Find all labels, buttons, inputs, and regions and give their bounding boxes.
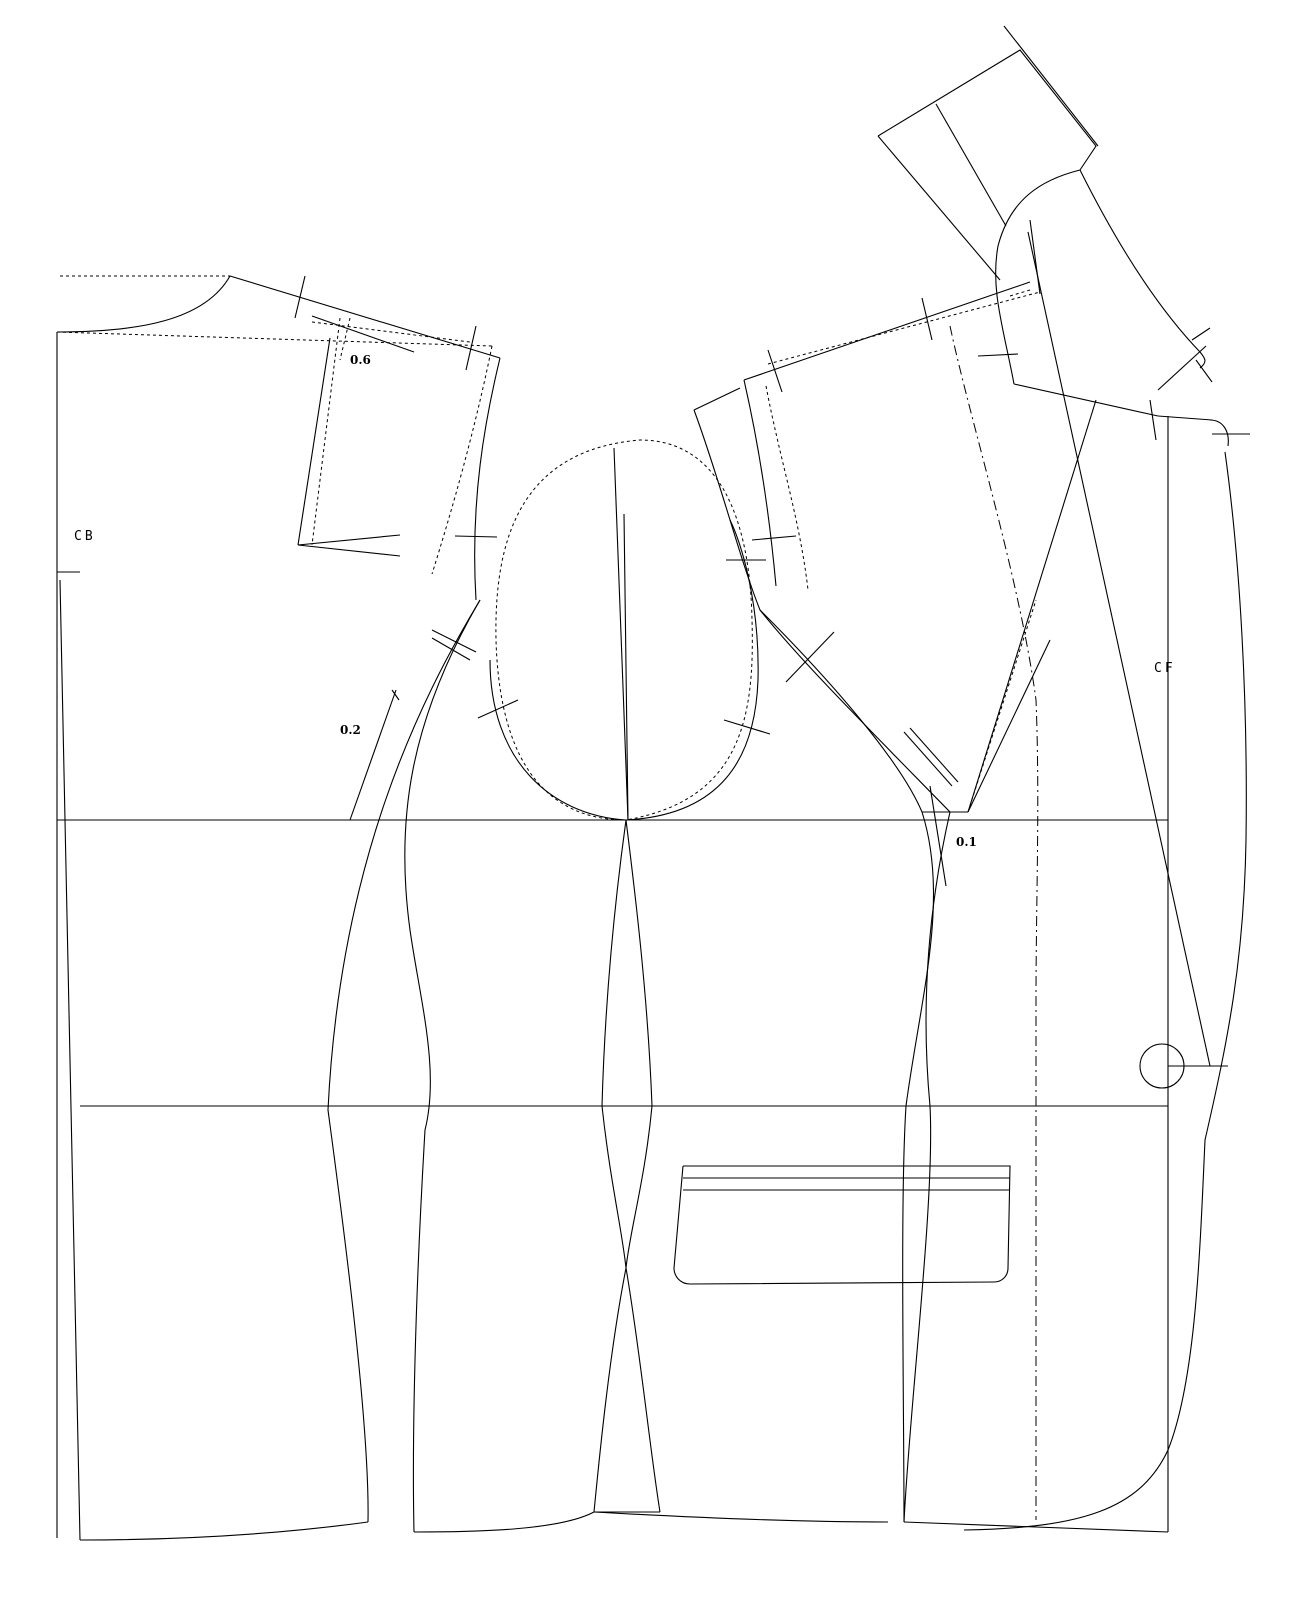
lapel-notch-2 xyxy=(1195,359,1213,383)
front-panel xyxy=(593,231,1250,1533)
front-shoulder-notch-2 xyxy=(921,297,933,341)
side-grain-line xyxy=(613,447,629,821)
blade-dart-line xyxy=(297,337,331,546)
armhole-curve xyxy=(489,659,627,821)
side-panel-back-seam xyxy=(404,599,481,1533)
back-side-value: 0.2 xyxy=(340,723,361,737)
shoulder-dart-leg-1 xyxy=(311,315,415,353)
collar-neck-curve xyxy=(995,169,1081,385)
front-armhole-notch xyxy=(751,535,797,541)
front-side-panel-hem xyxy=(593,1511,889,1523)
back-panel xyxy=(56,275,501,1541)
pocket-flap-outline xyxy=(673,1165,1011,1285)
lapel-roll-line xyxy=(1027,231,1211,1067)
front-edge-corner xyxy=(1209,419,1229,447)
button-marker xyxy=(1139,1043,1185,1089)
shoulder-dart-leg-2 xyxy=(311,321,471,343)
back-side-tick-b xyxy=(431,637,471,661)
lapel-notch-1 xyxy=(1157,345,1207,391)
back-shoulder-guide xyxy=(56,331,493,347)
front-shoulder-notch-3 xyxy=(977,353,1019,357)
front-armhole-outer xyxy=(743,379,777,587)
front-shoulder-seam-2 xyxy=(693,387,741,411)
armhole-notch-3 xyxy=(723,719,771,735)
shoulder-dart-vertical-1 xyxy=(311,317,341,546)
armhole-oval xyxy=(477,439,771,821)
collar-fold-line xyxy=(935,103,1007,227)
front-side-dart xyxy=(929,785,947,887)
collar-stand-left xyxy=(877,135,1001,281)
front-armhole-guide xyxy=(765,385,809,591)
front-dart-guide xyxy=(967,599,1037,813)
armhole-curve-front xyxy=(625,519,759,821)
center-back-seam xyxy=(59,579,81,1541)
collar-lapel-edge xyxy=(1079,169,1206,369)
front-shoulder-notch-1 xyxy=(767,349,783,393)
collar-outer-line xyxy=(1003,25,1099,147)
flap-pocket xyxy=(673,1165,1011,1285)
gorge-notch xyxy=(1149,399,1157,441)
back-neckline xyxy=(56,275,231,333)
shoulder-dart-value: 0.6 xyxy=(350,353,371,367)
back-shoulder-seam xyxy=(229,275,501,359)
side-dart-right xyxy=(625,819,661,1513)
neck-point-guide xyxy=(1009,289,1031,297)
front-edge xyxy=(963,451,1247,1531)
front-side-tick xyxy=(785,631,835,683)
side-panel-hem xyxy=(413,1511,595,1533)
front-side-tick-a xyxy=(903,731,953,787)
front-shoulder-guide xyxy=(767,291,1041,365)
front-side-seam xyxy=(759,609,935,1523)
front-side-panel-seam xyxy=(903,811,951,1523)
front-dart-leg-1 xyxy=(967,639,1051,813)
shoulder-neck-point xyxy=(1029,219,1041,295)
gorge-line xyxy=(1013,383,1159,417)
button-extension-line xyxy=(949,325,1039,1520)
center-front-label: CF xyxy=(1154,661,1176,676)
back-side-tick-a xyxy=(431,629,477,653)
blade-dart-leg-2 xyxy=(297,544,401,557)
shoulder-notch-2 xyxy=(465,325,477,371)
back-side-dart xyxy=(349,689,397,821)
front-hem-line xyxy=(903,1521,1169,1533)
collar-lapel xyxy=(877,25,1213,441)
back-armhole-guide xyxy=(431,345,493,575)
armhole-notch-back xyxy=(454,535,498,538)
blade-dart-leg-1 xyxy=(297,534,401,546)
reference-lines xyxy=(57,275,1169,1532)
back-hem xyxy=(79,1521,369,1541)
shoulder-dart-vertical-2 xyxy=(339,317,351,361)
armhole-notch-1 xyxy=(477,699,519,719)
shoulder-notch-1 xyxy=(294,275,306,319)
pattern-labels: CB CF 0.6 0.2 0.1 xyxy=(74,353,1176,849)
collar-stand-outline xyxy=(877,49,1097,171)
back-armhole xyxy=(474,357,501,601)
side-grain-line-2 xyxy=(623,513,629,821)
back-side-dart-tip xyxy=(391,689,400,701)
front-dart-leg-2 xyxy=(967,399,1097,813)
lapel-notch-3 xyxy=(1191,327,1211,341)
front-side-tick-b xyxy=(909,727,959,783)
center-back-label: CB xyxy=(74,529,96,544)
side-panel xyxy=(404,447,661,1533)
back-side-seam xyxy=(327,599,481,1523)
armhole-guide-oval xyxy=(495,439,753,821)
gorge-to-edge xyxy=(1157,415,1213,421)
front-side-value: 0.1 xyxy=(956,835,977,849)
front-shoulder-seam xyxy=(743,281,1031,381)
side-dart-left xyxy=(593,819,627,1513)
